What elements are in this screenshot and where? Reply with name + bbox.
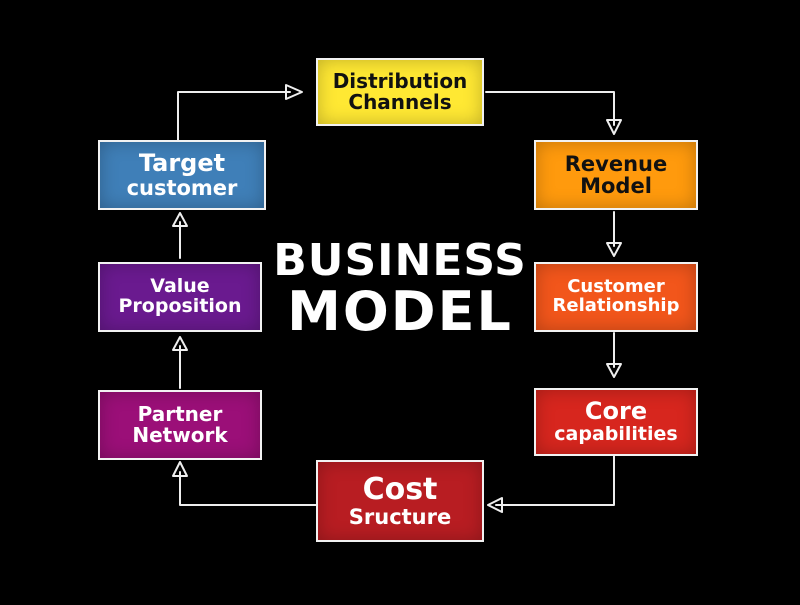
node-label-line2: Proposition — [118, 295, 242, 317]
node-partner-network: Partner Network — [98, 390, 262, 460]
arrowhead-up-icon — [172, 336, 188, 351]
arrowhead-up-icon — [172, 461, 188, 477]
node-label-line1: Value — [150, 275, 210, 298]
arrowhead-right-icon — [285, 84, 303, 100]
node-label-line1: Target — [138, 149, 226, 178]
node-core-capabilities: Core capabilities — [534, 388, 698, 456]
node-distribution-channels: Distribution Channels — [316, 58, 484, 126]
node-label-line2: capabilities — [554, 422, 678, 445]
node-label-line1: Partner — [137, 402, 223, 426]
node-label-line1: Customer — [567, 276, 665, 298]
node-label-line2: Network — [132, 423, 228, 447]
node-label-line1: Cost — [362, 472, 438, 508]
node-cost-structure: Cost Sructure — [316, 460, 484, 542]
node-label-line2: Channels — [348, 90, 452, 114]
node-label-line1: Revenue — [564, 151, 668, 176]
node-label-line2: Sructure — [348, 504, 452, 529]
connector-core-to-cost — [495, 455, 615, 506]
node-revenue-model: Revenue Model — [534, 140, 698, 210]
node-label-line2: customer — [126, 175, 238, 200]
arrowhead-down-icon — [606, 242, 622, 257]
arrowhead-down-icon — [606, 363, 622, 378]
diagram-title: BUSINESS MODEL — [265, 235, 535, 344]
connector-distribution-to-revenue — [485, 91, 615, 126]
node-value-proposition: Value Proposition — [98, 262, 262, 332]
node-target-customer: Target customer — [98, 140, 266, 210]
arrowhead-down-icon — [606, 119, 622, 135]
title-line2: MODEL — [287, 280, 513, 344]
node-label-line1: Distribution — [332, 69, 468, 93]
node-customer-relationship: Customer Relationship — [534, 262, 698, 332]
arrowhead-left-icon — [487, 497, 503, 513]
connector-target-to-distribution — [177, 91, 291, 141]
connector-cost-to-partner — [179, 471, 317, 506]
node-label-line1: Core — [584, 397, 648, 426]
title-line1: BUSINESS — [273, 235, 527, 286]
node-label-line2: Model — [580, 174, 652, 198]
node-label-line2: Relationship — [552, 295, 680, 316]
arrowhead-up-icon — [172, 212, 188, 227]
